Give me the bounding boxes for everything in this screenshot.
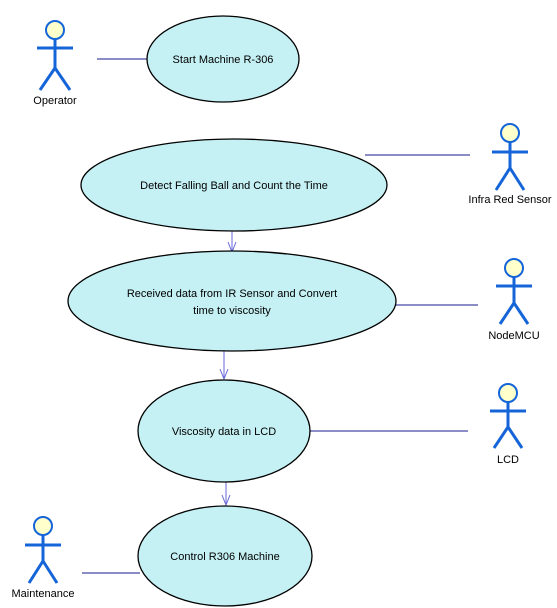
flow-arrow-received-to-viscosity xyxy=(219,351,229,381)
actor-label: LCD xyxy=(497,454,519,466)
flow-arrow-detect-to-received xyxy=(227,231,237,254)
use-case-label: Received data from IR Sensor and Convert xyxy=(127,288,337,300)
use-case-control-machine: Control R306 Machine xyxy=(137,505,313,607)
actor-nodemcu: NodeMCU xyxy=(488,258,540,342)
stick-figure-icon xyxy=(37,20,73,91)
stick-figure-icon xyxy=(490,383,526,449)
use-case-ellipse xyxy=(67,250,397,352)
use-case-viscosity-lcd: Viscosity data in LCD xyxy=(137,379,311,483)
use-case-label: Viscosity data in LCD xyxy=(172,426,276,438)
use-case-label: Detect Falling Ball and Count the Time xyxy=(140,180,328,192)
use-case-ellipse xyxy=(137,505,313,607)
flow-arrow-viscosity-to-control xyxy=(221,482,231,507)
stick-figure-icon xyxy=(25,516,61,584)
use-case-label: Start Machine R-306 xyxy=(173,54,274,66)
use-case-start-machine: Start Machine R-306 xyxy=(146,15,300,103)
actor-label: Infra Red Sensor xyxy=(468,194,551,206)
actor-operator: Operator xyxy=(33,20,77,107)
use-case-ellipse xyxy=(80,138,388,232)
use-case-label: Control R306 Machine xyxy=(170,551,279,563)
use-case-ellipse xyxy=(137,379,311,483)
actor-infra-red-sensor: Infra Red Sensor xyxy=(468,123,552,206)
stick-figure-icon xyxy=(496,258,532,325)
actor-label: NodeMCU xyxy=(488,330,539,342)
stick-figure-icon xyxy=(492,123,528,191)
use-case-received-data: Received data from IR Sensor and Convert… xyxy=(67,250,397,352)
actor-label: Operator xyxy=(33,95,77,107)
actor-maintenance: Maintenance xyxy=(12,516,75,600)
use-case-ellipse xyxy=(146,15,300,103)
use-case-detect-falling-ball: Detect Falling Ball and Count the Time xyxy=(80,138,388,232)
use-case-label: time to viscosity xyxy=(193,305,271,317)
actor-label: Maintenance xyxy=(12,588,75,600)
actor-lcd: LCD xyxy=(490,383,526,466)
